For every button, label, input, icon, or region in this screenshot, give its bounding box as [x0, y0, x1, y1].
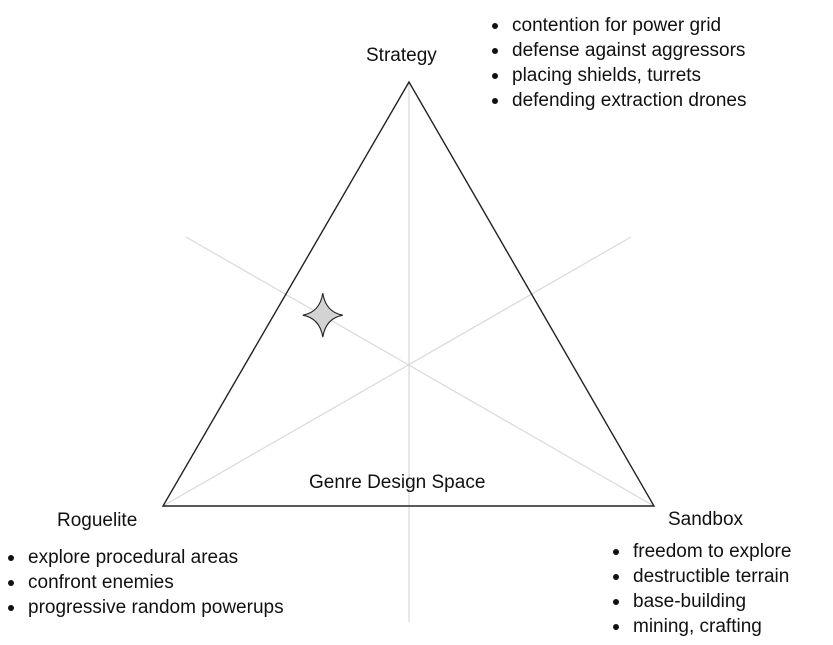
diagonal-guide-line-right [162, 236, 632, 507]
list-item: mining, crafting [611, 614, 791, 639]
strategy-vertex-label: Strategy [366, 45, 437, 66]
list-item: defending extraction drones [490, 88, 747, 113]
list-item: base-building [611, 589, 791, 614]
sandbox-vertex-label: Sandbox [668, 509, 744, 530]
strategy-feature-list: contention for power grid defense agains… [490, 13, 747, 113]
diagonal-guide-line-left [185, 236, 655, 507]
list-item: contention for power grid [490, 13, 747, 38]
list-item: confront enemies [6, 570, 284, 595]
list-item: explore procedural areas [6, 545, 284, 570]
roguelite-feature-list: explore procedural areas confront enemie… [6, 545, 284, 620]
list-item: defense against aggressors [490, 38, 747, 63]
diagram-title: Genre Design Space [309, 472, 486, 493]
roguelite-vertex-label: Roguelite [57, 510, 138, 531]
sandbox-feature-list: freedom to explore destructible terrain … [611, 539, 791, 639]
list-item: freedom to explore [611, 539, 791, 564]
four-point-star-icon [302, 293, 343, 338]
list-item: destructible terrain [611, 564, 791, 589]
list-item: progressive random powerups [6, 595, 284, 620]
genre-triangle [161, 80, 656, 507]
list-item: placing shields, turrets [490, 63, 747, 88]
